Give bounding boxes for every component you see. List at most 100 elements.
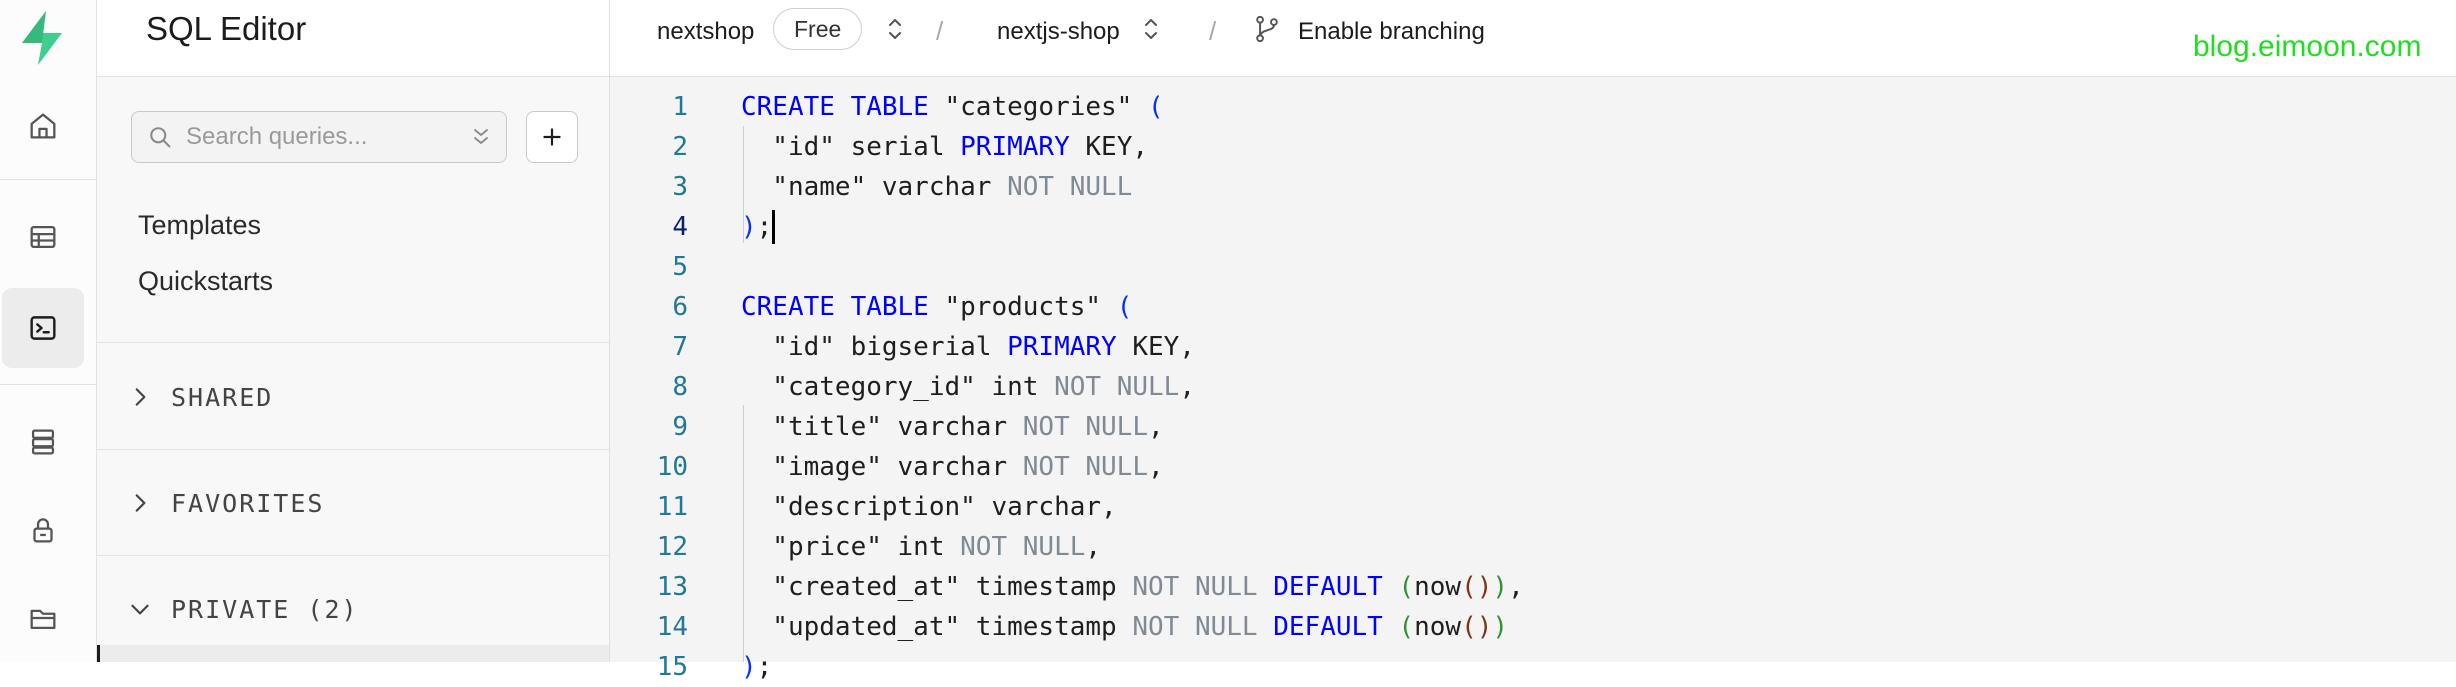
code-token: NOT NULL [1054,372,1180,402]
code-line[interactable]: 9 "title" varchar NOT NULL, [610,407,2456,447]
icon-rail [0,0,97,662]
enable-branching-button[interactable]: Enable branching [1298,18,1485,45]
sidebar-header: SQL Editor [97,0,609,77]
home-icon[interactable] [2,86,84,166]
code-token: "category_id" int [741,372,1055,402]
code-token: NOT NULL [1022,452,1148,482]
chevrons-up-down-icon[interactable] [884,14,906,44]
line-number: 9 [672,412,688,442]
code-token: PRIMARY [960,132,1070,162]
code-token [1258,612,1274,642]
code-token: ) [1492,572,1509,602]
code-line[interactable]: 2 "id" serial PRIMARY KEY, [610,127,2456,167]
code-token: now [1414,572,1462,602]
code-text: "description" varchar, [741,487,1117,527]
code-text: "name" varchar NOT NULL [741,167,1132,207]
code-text: "image" varchar NOT NULL, [741,447,1164,487]
plus-icon [543,128,561,146]
code-token: () [1461,612,1493,642]
chevrons-up-down-icon[interactable] [1140,14,1162,44]
code-token: NOT NULL [1132,572,1258,602]
line-number: 6 [672,292,688,322]
rail-divider [0,179,96,180]
plan-badge: Free [773,8,863,50]
code-token: , [1148,412,1164,442]
code-line[interactable]: 6 CREATE TABLE "products" ( [610,287,2456,327]
code-line[interactable]: 10 "image" varchar NOT NULL, [610,447,2456,487]
quickstarts-link[interactable]: Quickstarts [138,266,274,296]
code-line[interactable]: 12 "price" int NOT NULL, [610,527,2456,567]
divider [97,555,609,556]
section-shared[interactable]: SHARED [127,377,273,417]
code-token: ) [1492,612,1509,642]
code-token: ) [741,652,757,682]
search-placeholder: Search queries... [186,123,368,150]
code-line[interactable]: 15); [610,647,2456,687]
git-branch-icon [1256,15,1278,43]
text-cursor [772,210,775,244]
code-token: NOT NULL [960,532,1086,562]
code-token: "updated_at" timestamp [741,612,1133,642]
org-selector[interactable]: nextshop [657,18,755,45]
auth-lock-icon[interactable] [2,490,84,570]
code-line[interactable]: 5 [610,247,2456,287]
breadcrumb-separator: / [936,16,944,46]
line-number: 5 [672,252,688,282]
code-token: ( [1398,572,1415,602]
new-query-button[interactable] [526,111,578,163]
query-list-item[interactable] [97,645,609,662]
code-token: "products" [928,292,1117,322]
code-token: "price" int [741,532,961,562]
section-favorites[interactable]: FAVORITES [127,483,324,523]
code-token: DEFAULT [1273,612,1383,642]
code-text: "updated_at" timestamp NOT NULL DEFAULT … [741,607,1508,647]
section-label: PRIVATE (2) [171,594,359,624]
table-editor-icon[interactable] [2,197,84,277]
code-line[interactable]: 7 "id" bigserial PRIMARY KEY, [610,327,2456,367]
chevrons-down-icon[interactable] [470,124,492,150]
code-text: "id" serial PRIMARY KEY, [741,127,1148,167]
code-token: , [1179,372,1195,402]
code-token: "id" bigserial [741,332,1008,362]
divider [97,449,609,450]
code-token: "description" varchar, [741,492,1117,522]
code-token: PRIMARY [1007,332,1117,362]
code-token: KEY, [1116,332,1195,362]
code-token: "categories" [928,92,1148,122]
code-token: "title" varchar [741,412,1023,442]
code-text: CREATE TABLE "products" ( [741,287,1132,327]
breadcrumb-separator: / [1209,16,1217,46]
code-line[interactable]: 13 "created_at" timestamp NOT NULL DEFAU… [610,567,2456,607]
code-line[interactable]: 11 "description" varchar, [610,487,2456,527]
code-text: CREATE TABLE "categories" ( [741,87,1164,127]
project-selector[interactable]: nextjs-shop [997,18,1120,45]
code-line[interactable]: 4); [610,207,2456,247]
code-line[interactable]: 14 "updated_at" timestamp NOT NULL DEFAU… [610,607,2456,647]
line-number: 10 [656,452,688,482]
line-number: 15 [656,652,688,682]
divider [97,342,609,343]
code-line[interactable]: 3 "name" varchar NOT NULL [610,167,2456,207]
code-token [1383,612,1399,642]
logo-icon[interactable] [16,9,68,67]
code-token: "name" varchar [741,172,1008,202]
code-token: , [1508,572,1524,602]
code-token: KEY, [1069,132,1149,162]
line-number: 14 [656,612,688,642]
code-token: , [1148,452,1164,482]
line-number: 12 [656,532,688,562]
storage-icon[interactable] [2,578,84,658]
search-queries-input[interactable]: Search queries... [131,111,507,163]
indent-guide [743,126,744,243]
sql-sidebar: SQL Editor Search queries... Templates Q… [97,0,610,662]
section-private[interactable]: PRIVATE (2) [127,589,359,629]
line-number: 2 [672,132,688,162]
database-icon[interactable] [2,402,84,482]
code-text: ); [741,207,772,247]
templates-link[interactable]: Templates [138,210,262,240]
code-line[interactable]: 8 "category_id" int NOT NULL, [610,367,2456,407]
sql-editor-icon[interactable] [2,288,84,368]
